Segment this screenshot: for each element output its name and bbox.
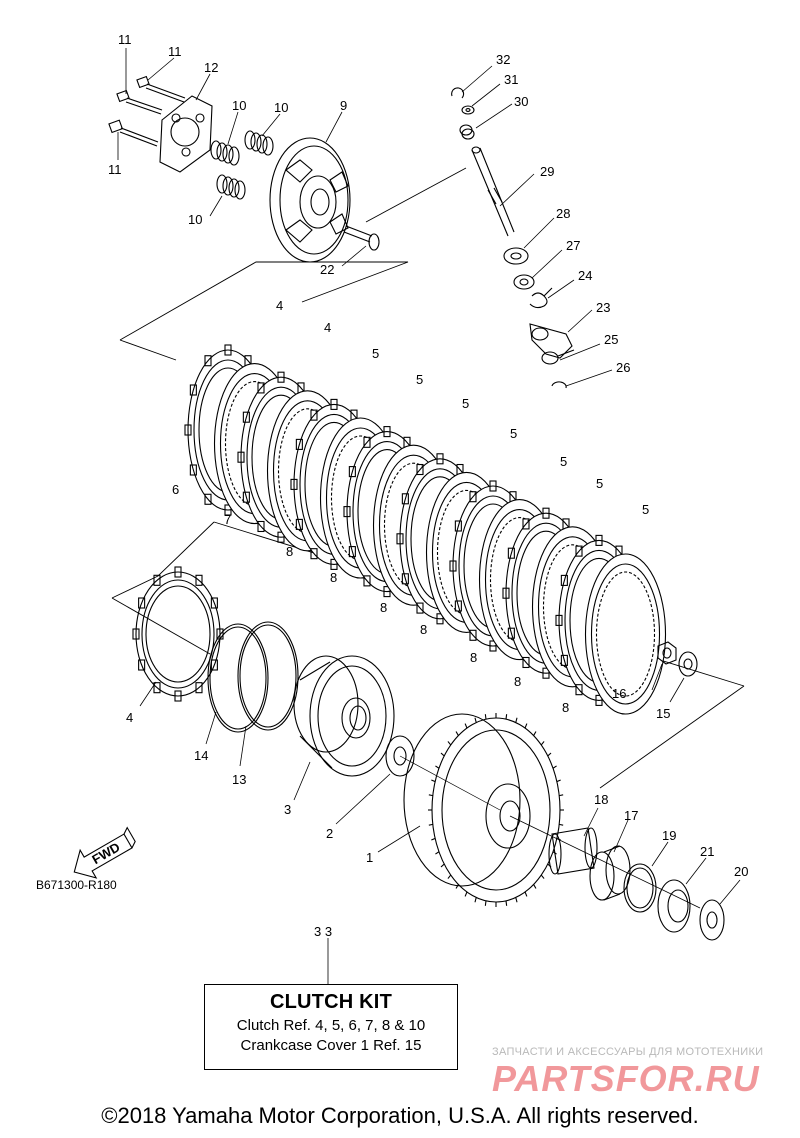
callout-22: 22 — [320, 262, 334, 277]
callout-28: 28 — [556, 206, 570, 221]
callout-15: 15 — [656, 706, 670, 721]
circlip-26 — [551, 381, 567, 389]
pressure-plate-9 — [269, 137, 351, 263]
lever-25 — [541, 349, 575, 365]
callout-8: 8 — [380, 600, 387, 615]
frame-lines-top — [119, 167, 467, 361]
lower-group — [132, 566, 701, 909]
kit-line-2: Crankcase Cover 1 Ref. 15 — [240, 1037, 422, 1054]
callout-5: 5 — [596, 476, 603, 491]
circlip-19 — [623, 863, 657, 913]
callout-14: 14 — [194, 748, 208, 763]
fwd-arrow-icon — [73, 826, 136, 879]
callout-33: 3 3 — [314, 924, 332, 939]
copyright-text: ©2018 Yamaha Motor Corporation, U.S.A. A… — [101, 1103, 699, 1128]
kit-line-1: Clutch Ref. 4, 5, 6, 7, 8 & 10 — [236, 1017, 426, 1034]
callout-8: 8 — [330, 570, 337, 585]
callout-5: 5 — [372, 346, 379, 361]
callout-4: 4 — [276, 298, 283, 313]
callout-12: 12 — [204, 60, 218, 75]
callout-11: 11 — [118, 32, 132, 47]
callout-11: 11 — [168, 44, 182, 59]
spring-10-c — [216, 174, 246, 200]
bolt-11-mid — [116, 89, 163, 115]
callout-13: 13 — [232, 772, 246, 787]
callout-10: 10 — [188, 212, 202, 227]
clutch-kit-box: CLUTCH KIT Clutch Ref. 4, 5, 6, 7, 8 & 1… — [204, 984, 458, 1070]
callout-30: 30 — [514, 94, 528, 109]
bearing-30 — [459, 124, 475, 140]
callout-5: 5 — [416, 372, 423, 387]
bolt-11-lower — [108, 119, 159, 147]
callout-26: 26 — [616, 360, 630, 375]
callout-31: 31 — [504, 72, 518, 87]
kit-title: CLUTCH KIT — [270, 991, 392, 1013]
callout-5: 5 — [642, 502, 649, 517]
clutch-plate — [584, 553, 667, 715]
callout-8: 8 — [420, 622, 427, 637]
callout-10: 10 — [274, 100, 288, 115]
callout-4: 4 — [324, 320, 331, 335]
gear-21 — [657, 879, 691, 933]
plate-stack — [111, 344, 745, 789]
callout-18: 18 — [594, 792, 608, 807]
oil-seal-28 — [503, 247, 529, 265]
callout-2: 2 — [326, 826, 333, 841]
callout-4: 4 — [126, 710, 133, 725]
callout-6: 6 — [172, 482, 179, 497]
callout-23: 23 — [596, 300, 610, 315]
callout-24: 24 — [578, 268, 592, 283]
callout-25: 25 — [604, 332, 618, 347]
ring-13 — [237, 621, 299, 731]
right-small-parts — [548, 641, 725, 941]
lever-23 — [529, 323, 573, 359]
callout-16: 16 — [612, 686, 626, 701]
callout-5: 5 — [560, 454, 567, 469]
circlip-32 — [451, 87, 465, 99]
ring-14 — [207, 623, 269, 733]
callout-21: 21 — [700, 844, 714, 859]
callout-5: 5 — [462, 396, 469, 411]
callout-3: 3 — [284, 802, 291, 817]
callout-1: 1 — [366, 850, 373, 865]
plate-12 — [159, 95, 213, 173]
callout-17: 17 — [624, 808, 638, 823]
clutch-boss-3 — [293, 655, 395, 777]
washer-15 — [678, 651, 698, 677]
callout-8: 8 — [470, 650, 477, 665]
bearing-27 — [513, 274, 535, 290]
watermark-tagline: ЗАПЧАСТИ И АКСЕССУАРЫ ДЛЯ МОТОТЕХНИКИ — [492, 1046, 764, 1058]
spring-10-b — [244, 130, 274, 156]
callout-5: 5 — [510, 426, 517, 441]
callout-10: 10 — [232, 98, 246, 113]
watermark-logo: PARTSFOR.RU — [492, 1058, 760, 1099]
clutch-housing-1 — [403, 713, 564, 907]
washer-20 — [699, 899, 725, 941]
callout-29: 29 — [540, 164, 554, 179]
washer-2 — [385, 735, 415, 777]
washer-31 — [461, 105, 475, 115]
callout-8: 8 — [286, 544, 293, 559]
callout-8: 8 — [514, 674, 521, 689]
spring-24 — [529, 287, 553, 309]
push-rod-22 — [343, 225, 380, 251]
spring-10-a — [210, 140, 240, 166]
shaft-29 — [471, 146, 515, 237]
leader-lines — [117, 48, 741, 984]
callout-7: 7 — [224, 512, 231, 527]
bolt-11-top — [136, 75, 186, 103]
callout-19: 19 — [662, 828, 676, 843]
callout-27: 27 — [566, 238, 580, 253]
callout-11: 11 — [108, 162, 122, 177]
callout-9: 9 — [340, 98, 347, 113]
push-lever-group — [451, 87, 575, 389]
callout-20: 20 — [734, 864, 748, 879]
callout-32: 32 — [496, 52, 510, 67]
nut-16 — [657, 641, 677, 665]
diagram-code: B671300-R180 — [36, 878, 117, 892]
spacer-18 — [548, 827, 598, 875]
callout-8: 8 — [562, 700, 569, 715]
callout-labels: 11 11 12 10 10 9 11 10 22 32 31 30 29 28… — [89, 32, 748, 939]
